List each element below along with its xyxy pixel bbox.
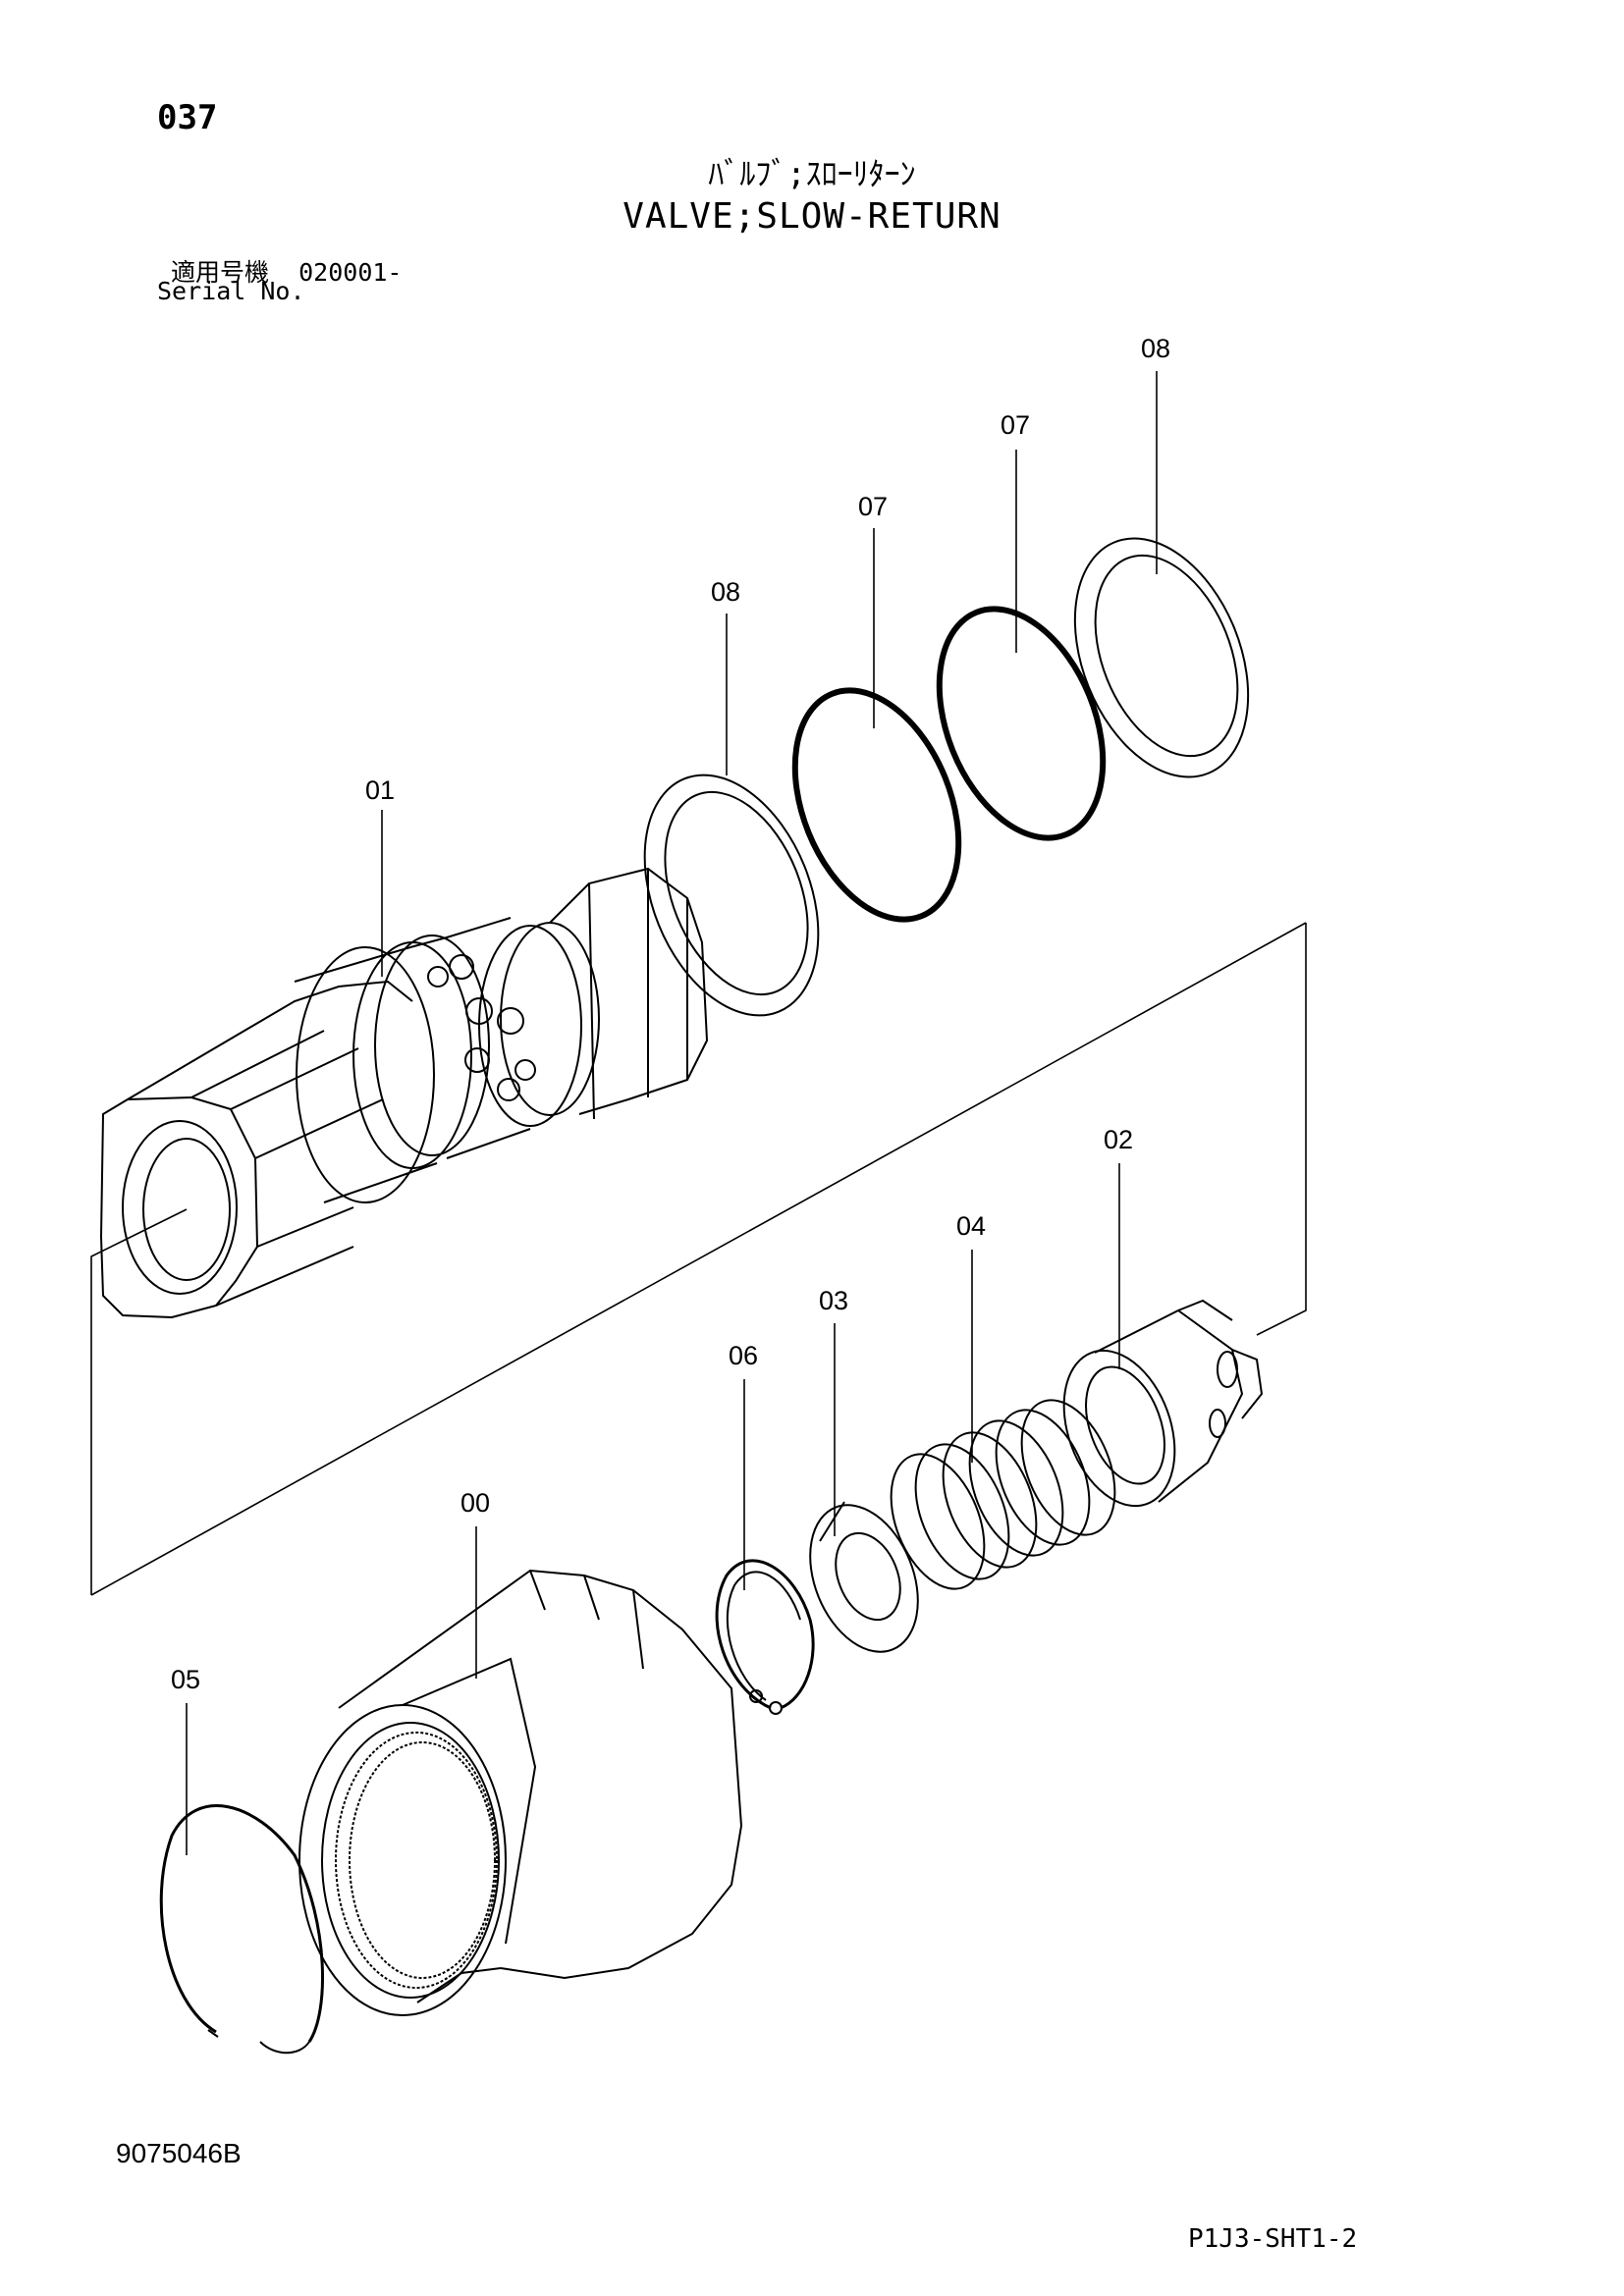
callout-08-left: 08: [711, 577, 740, 607]
serial-label-row: 適用号機 020001-: [171, 253, 402, 289]
title-japanese: ﾊﾞﾙﾌﾞ;ｽﾛｰﾘﾀｰﾝ: [708, 155, 916, 192]
assembly-guide-lines: [90, 922, 1307, 1596]
part-05-retaining-ring: [159, 1804, 324, 2055]
part-08-backup-ring-left: [643, 774, 820, 1017]
callout-06: 06: [729, 1341, 758, 1370]
callout-07-left: 07: [858, 492, 888, 521]
callout-03: 03: [819, 1286, 848, 1315]
callout-07-right: 07: [1001, 410, 1030, 440]
serial-label-en: Serial No.: [157, 277, 305, 305]
drawing-number: 9075046B: [116, 2138, 242, 2168]
sheet-code: P1J3-SHT1-2: [1188, 2224, 1358, 2254]
part-02-poppet: [1062, 1299, 1264, 1508]
part-04-spring: [890, 1399, 1116, 1590]
callout-05: 05: [171, 1665, 200, 1694]
callout-00: 00: [460, 1488, 490, 1518]
part-06-snap-ring: [715, 1559, 815, 1715]
callout-04: 04: [956, 1211, 986, 1241]
callout-labels: 01 08 07 07 08 02 04 03 06 00 05: [171, 334, 1170, 1694]
part-07-o-ring-left: [791, 687, 962, 923]
title-english: VALVE;SLOW-RETURN: [623, 196, 1001, 237]
part-00-housing: [298, 1569, 743, 2016]
callout-01: 01: [365, 775, 395, 805]
callout-08-right: 08: [1141, 334, 1170, 363]
serial-label-jp: 適用号機: [171, 258, 270, 287]
part-07-o-ring-right: [936, 606, 1107, 841]
callout-02: 02: [1104, 1125, 1133, 1154]
page-number: 037: [157, 98, 218, 137]
serial-value: 020001-: [298, 258, 403, 287]
part-01-valve-body: [99, 867, 709, 1319]
part-08-backup-ring-right: [1073, 537, 1250, 778]
leader-lines: [186, 371, 1158, 1855]
